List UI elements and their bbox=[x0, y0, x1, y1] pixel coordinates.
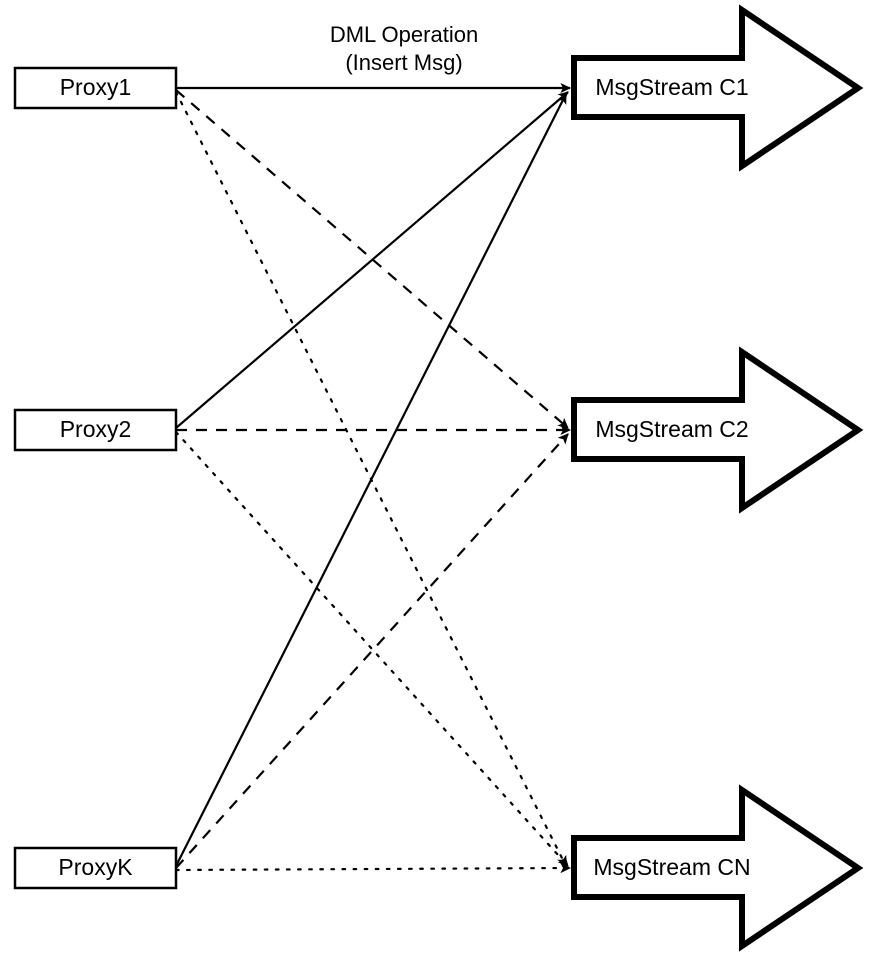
connection-proxy2-to-c1 bbox=[175, 91, 569, 429]
connections-layer bbox=[174, 82, 572, 874]
proxy1-label: Proxy1 bbox=[60, 74, 132, 100]
msgstream-node-c2[interactable]: MsgStream C2 bbox=[571, 346, 864, 514]
proxy-node-proxy2[interactable]: Proxy2 bbox=[13, 408, 178, 452]
msgstream-c1-arrow-shape[interactable] bbox=[571, 4, 864, 172]
msgstream-cn-arrow-shape[interactable] bbox=[571, 784, 864, 952]
proxyk-box[interactable] bbox=[13, 846, 178, 890]
proxy-node-proxyk[interactable]: ProxyK bbox=[13, 846, 178, 890]
msgstream-cn-label: MsgStream CN bbox=[593, 854, 750, 880]
proxy2-box[interactable] bbox=[13, 408, 178, 452]
proxy-node-proxy1[interactable]: Proxy1 bbox=[13, 66, 178, 110]
dml-operation-label-line2: (Insert Msg) bbox=[345, 50, 462, 75]
proxy2-label: Proxy2 bbox=[60, 416, 132, 442]
msgstream-nodes-layer: MsgStream C1 MsgStream C2 MsgStream CN bbox=[571, 4, 864, 952]
proxy-nodes-layer: Proxy1 Proxy2 ProxyK bbox=[13, 66, 178, 890]
connection-proxyk-to-c2 bbox=[175, 433, 569, 869]
msgstream-node-cn[interactable]: MsgStream CN bbox=[571, 784, 864, 952]
msgstream-c1-label: MsgStream C1 bbox=[595, 74, 748, 100]
connection-proxy2-to-cn bbox=[174, 430, 570, 868]
msgstream-c2-arrow-shape[interactable] bbox=[571, 346, 864, 514]
msgstream-c2-label: MsgStream C2 bbox=[595, 416, 748, 442]
msgstream-node-c1[interactable]: MsgStream C1 bbox=[571, 4, 864, 172]
proxyk-label: ProxyK bbox=[58, 854, 133, 880]
dml-operation-label-line1: DML Operation bbox=[330, 22, 478, 47]
connection-proxyk-to-cn bbox=[174, 862, 572, 874]
connection-proxyk-to-c1 bbox=[175, 93, 567, 867]
dml-operation-label: DML Operation (Insert Msg) bbox=[330, 22, 478, 75]
proxy1-box[interactable] bbox=[13, 66, 178, 110]
connection-proxy1-to-c2 bbox=[175, 89, 569, 429]
